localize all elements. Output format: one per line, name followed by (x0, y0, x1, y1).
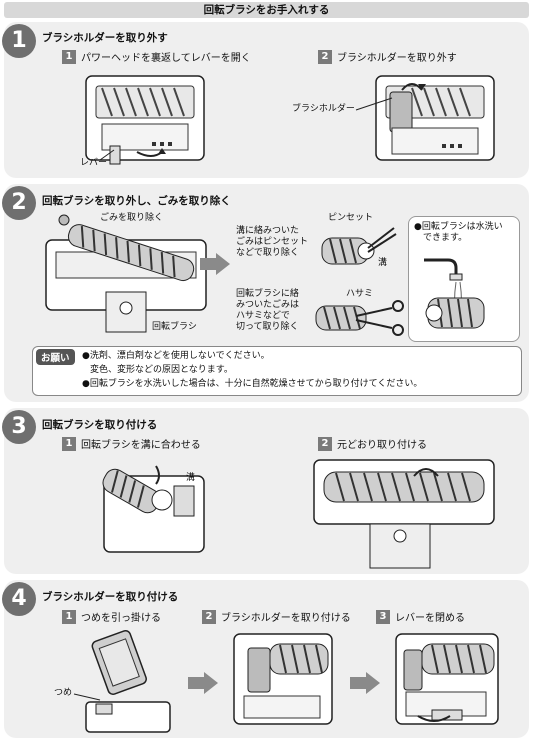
lever-label: レバー (80, 158, 108, 168)
power-head-illustration (85, 75, 205, 165)
notice-badge: お願い (36, 349, 75, 365)
step-label: ブラシホルダーを取り外す (337, 53, 457, 64)
step-number: 2 (318, 49, 332, 64)
section-3-step-1: 1 回転ブラシを溝に合わせる (62, 436, 201, 451)
scissors-illustration (315, 300, 404, 336)
notice-line-1: ●洗剤、漂白剤などを使用しないでください。 (82, 351, 270, 361)
step-label: パワーヘッドを裏返してレバーを開く (81, 53, 251, 64)
washable-note: ●回転ブラシは水洗い できます。 (414, 222, 503, 243)
lever-leader-line (99, 149, 115, 161)
section-2-badge: 2 (2, 186, 36, 220)
brush-removal-illustration (45, 214, 207, 333)
claw-leader-line (73, 693, 101, 701)
section-1-step-1: 1 パワーヘッドを裏返してレバーを開く (62, 49, 251, 64)
tweezers-label: ピンセット (328, 213, 374, 223)
brush-groove-illustration (102, 465, 205, 553)
rotating-brush-label: 回転ブラシ (152, 322, 197, 332)
claw-illustration (85, 629, 171, 733)
section-3-groove-label: 溝 (186, 473, 196, 483)
step-label: つめを引っ掛ける (81, 613, 161, 624)
notice-line-2: 変色、変形などの原因となります。 (90, 365, 233, 375)
arrow-right-icon (350, 672, 380, 694)
scissors-label: ハサミ (346, 289, 374, 299)
step-number: 3 (376, 609, 390, 624)
section-4-badge: 4 (2, 582, 36, 616)
notice-box (32, 346, 522, 396)
section-1-title: ブラシホルダーを取り外す (42, 32, 168, 44)
arrow-right-icon (188, 672, 218, 694)
holder-install-illustration (233, 633, 333, 725)
notice-line-3: ●回転ブラシを水洗いした場合は、十分に自然乾燥させてから取り付けてください。 (82, 379, 423, 389)
remove-dust-label: ごみを取り除く (100, 213, 164, 223)
claw-label: つめ (54, 688, 73, 698)
step-number: 1 (62, 436, 76, 451)
groove-note: 溝に絡みついた ごみはピンセット などで取り除く (236, 226, 309, 258)
section-1-badge: 1 (2, 24, 36, 58)
tweezers-illustration (321, 227, 397, 265)
section-3-title: 回転ブラシを取り付ける (42, 419, 158, 431)
section-3-step-2: 2 元どおり取り付ける (318, 436, 427, 451)
reinstalled-brush-illustration (313, 459, 495, 569)
page-title: 回転ブラシをお手入れする (4, 2, 529, 18)
step-label: レバーを閉める (395, 613, 465, 624)
step-label: ブラシホルダーを取り付ける (221, 613, 351, 624)
faucet-icon (424, 258, 485, 329)
section-4-title: ブラシホルダーを取り付ける (42, 591, 179, 603)
step-label: 回転ブラシを溝に合わせる (81, 440, 201, 451)
step-number: 1 (62, 49, 76, 64)
brush-holder-illustration (375, 75, 495, 161)
section-2-title: 回転ブラシを取り外し、ごみを取り除く (42, 195, 231, 207)
groove-label: 溝 (378, 258, 388, 268)
scissors-note: 回転ブラシに絡 みついたごみは ハサミなどで 切って取り除く (236, 289, 300, 332)
brush-holder-leader-line (355, 97, 393, 111)
section-4-step-2: 2 ブラシホルダーを取り付ける (202, 609, 351, 624)
step-number: 2 (318, 436, 332, 451)
lever-close-illustration (395, 633, 499, 725)
section-4-step-3: 3 レバーを閉める (376, 609, 465, 624)
section-3-badge: 3 (2, 410, 36, 444)
brush-holder-label: ブラシホルダー (292, 104, 355, 114)
step-label: 元どおり取り付ける (337, 440, 427, 451)
step-number: 2 (202, 609, 216, 624)
section-1-step-2: 2 ブラシホルダーを取り外す (318, 49, 457, 64)
arrow-right-icon (200, 253, 230, 275)
section-4-step-1: 1 つめを引っ掛ける (62, 609, 161, 624)
step-number: 1 (62, 609, 76, 624)
